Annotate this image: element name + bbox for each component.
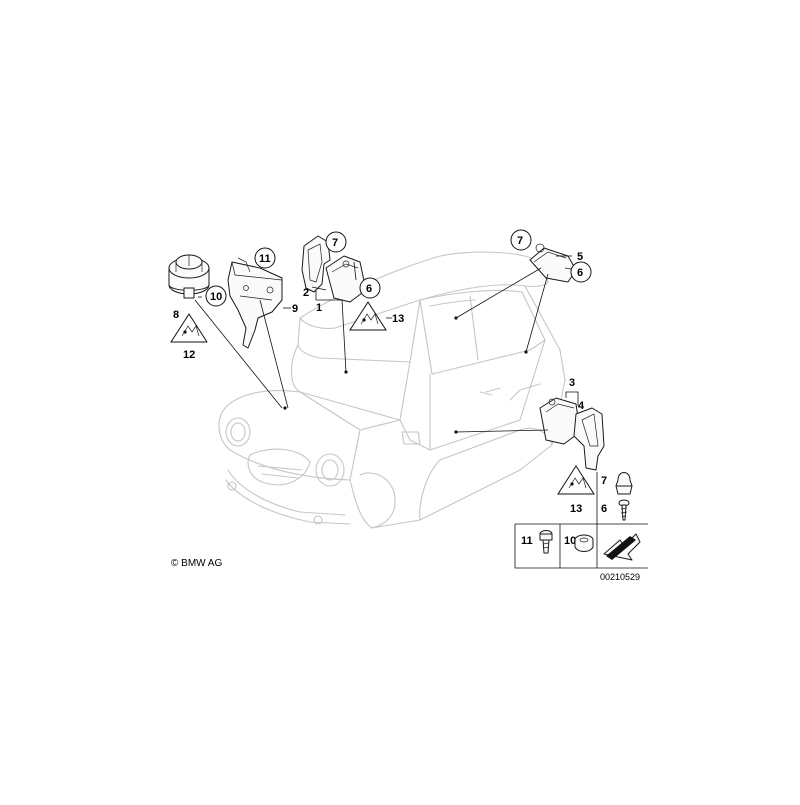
view-direction-arrow-icon [603,533,641,561]
label-8: 8 [173,309,179,321]
label-2: 2 [303,287,309,299]
label-12: 12 [183,349,195,361]
label-legend-10: 10 [564,535,576,547]
drawing-number: 00210529 [600,572,640,582]
warning-triangle-12: 12 [170,313,208,361]
callout-5: 5 [577,251,583,263]
callout-9: 9 [292,303,298,315]
leader-lines-center [311,261,357,374]
label-6: 6 [366,283,372,295]
callout-10-left: 10 [205,285,227,307]
warning-triangle-13-side: 13 [557,465,595,515]
legend-grommet-10: 10 [564,534,594,552]
hardware-legend [514,472,648,569]
label-13: 13 [392,313,404,325]
control-unit-part-1 [325,255,367,303]
crash-sensor-part-8 [168,254,210,299]
leader-lines-roof [454,255,572,354]
callout-8: 8 [173,309,179,321]
callout-6-roof: 6 [570,261,592,283]
label-legend-6: 6 [601,503,607,515]
label-3: 3 [569,377,575,389]
label-13-side: 13 [570,503,582,515]
control-unit-part-5 [529,243,577,283]
callout-11-left: 11 [254,247,276,269]
legend-screw-6: 6 [601,499,630,521]
callout-3: 3 [569,377,575,389]
callout-2: 2 [303,287,309,299]
label-11: 11 [259,253,271,265]
label-1: 1 [316,302,322,314]
control-unit-part-2 [301,235,331,293]
leader-lines-side [454,391,579,434]
car-outline [218,251,566,529]
label-6-roof: 6 [577,267,583,279]
legend-nut-7: 7 [601,472,633,495]
callout-6-center: 6 [359,277,381,299]
label-legend-7: 7 [601,475,607,487]
legend-screw-11: 11 [521,530,553,554]
warning-triangle-13-center: 13 [349,301,404,331]
copyright-text: © BMW AG [171,558,222,569]
leader-lines-left [194,296,291,410]
mounting-bracket-part-9 [227,257,283,349]
callout-1: 1 [316,302,322,314]
callout-7-center: 7 [325,231,347,253]
callout-7-roof: 7 [510,229,532,251]
control-unit-part-3 [539,397,581,445]
label-5: 5 [577,251,583,263]
bracket-part-4 [573,407,605,471]
label-legend-11: 11 [521,535,533,547]
callout-4: 4 [578,400,585,412]
label-9: 9 [292,303,298,315]
label-7: 7 [332,237,338,249]
label-4: 4 [578,400,585,412]
label-7-roof: 7 [517,235,523,247]
label-10: 10 [210,291,222,303]
